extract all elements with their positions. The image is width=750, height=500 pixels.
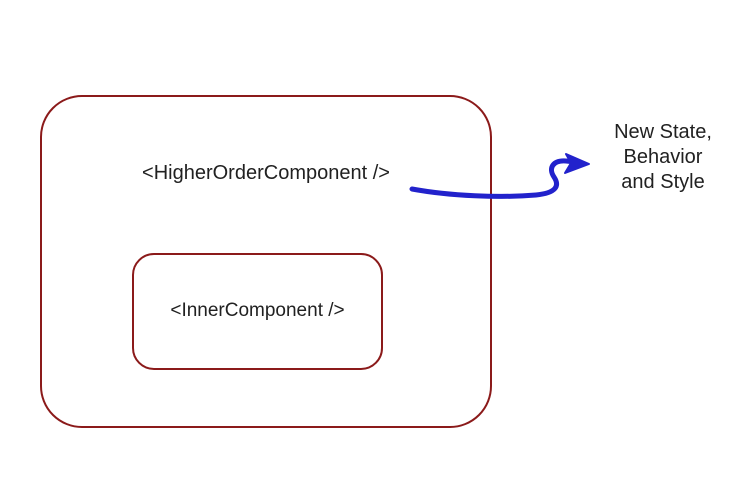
inner-component-label: <InnerComponent />: [170, 300, 345, 321]
inner-component-box: [132, 253, 383, 370]
higher-order-component-box: [40, 95, 492, 428]
annotation-line-3: and Style: [621, 171, 705, 193]
arrow-head: [564, 153, 590, 174]
annotation-text: New State, Behavior and Style: [588, 120, 738, 195]
annotation-line-2: Behavior: [623, 146, 703, 168]
annotation-line-1: New State,: [614, 121, 712, 143]
higher-order-component-label: <HigherOrderComponent />: [142, 162, 390, 184]
